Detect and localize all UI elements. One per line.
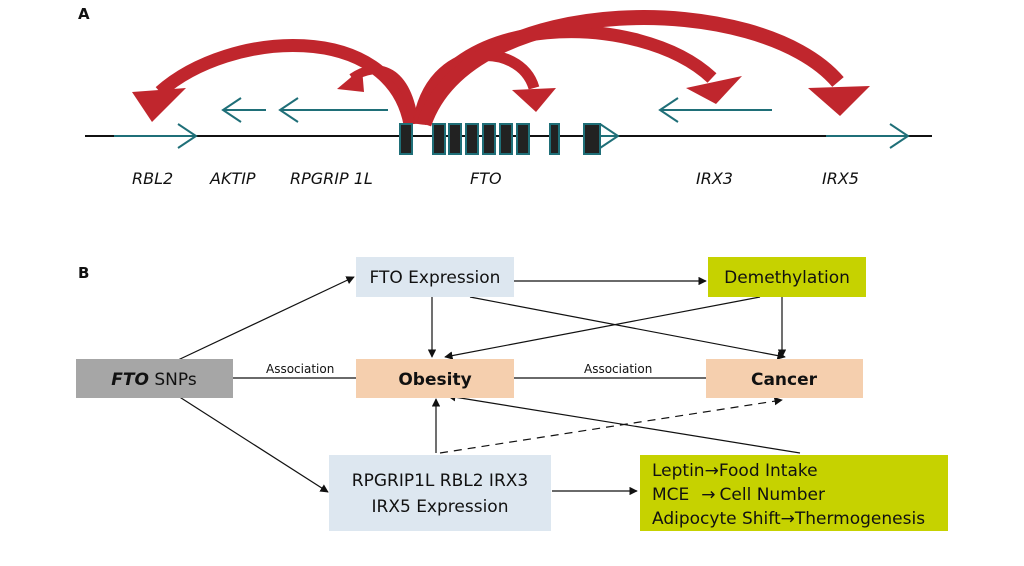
exon <box>432 123 446 155</box>
effect-cause: Adipocyte Shift <box>652 509 781 529</box>
exon <box>549 123 560 155</box>
gene-label-aktip: AKTIP <box>209 169 256 188</box>
obesity-node: Obesity <box>356 359 514 398</box>
association-label-right: Association <box>584 362 652 376</box>
fto-exons <box>399 123 601 155</box>
fto-expression-to-cancer <box>469 296 786 360</box>
gene-arrow-aktip <box>221 97 266 123</box>
effects-to-obesity <box>447 393 801 454</box>
exon <box>465 123 479 155</box>
effect-arrow: → <box>781 509 795 529</box>
exon <box>583 123 601 155</box>
gene-expression-line1: RPGRIP1L RBL2 IRX3 <box>352 471 528 491</box>
fto-snps-text: FTO SNPs <box>111 370 197 390</box>
gene-label-rpgrip1l: RPGRIP 1L <box>290 169 373 188</box>
gene-expression-line2: IRX5 Expression <box>372 497 509 517</box>
cancer-text: Cancer <box>751 370 818 390</box>
fto-expression-text: FTO Expression <box>370 268 501 288</box>
effect-arrow: → <box>701 485 715 505</box>
effect-result: Food Intake <box>719 461 818 481</box>
fto-snps-gene: FTO <box>111 370 149 390</box>
regulatory-arcs <box>132 10 870 127</box>
gene-label-rbl2: RBL2 <box>132 169 173 188</box>
fto-snps-node: FTO SNPs <box>76 359 233 398</box>
gene-arrow-irx5 <box>826 123 910 149</box>
fto-snps-suffix: SNPs <box>149 370 197 390</box>
snps-to-rpgrip-expression <box>177 395 329 493</box>
effects-node: Leptin→Food Intake MCE→Cell Number Adipo… <box>640 455 948 531</box>
arc-to-rpgrip1l-head <box>337 68 364 92</box>
arc-to-irx5-head <box>808 86 870 116</box>
gene-label-irx5: IRX5 <box>822 169 859 188</box>
effect-row: MCE →Cell Number <box>652 485 825 505</box>
gene-label-irx3: IRX3 <box>696 169 733 188</box>
effect-cause: Leptin <box>652 461 705 481</box>
effect-result: Cell Number <box>720 485 825 505</box>
demethylation-node: Demethylation <box>708 257 866 297</box>
panel-a-label: A <box>78 5 90 23</box>
effect-cause: MCE <box>652 485 689 505</box>
snps-to-fto-expression <box>177 276 355 361</box>
arc-to-fto-head <box>512 88 556 112</box>
exon <box>482 123 496 155</box>
arc-to-irx3-head <box>686 76 742 104</box>
association-label-left: Association <box>266 362 334 376</box>
exon <box>448 123 462 155</box>
gene-arrow-rpgrip1l <box>278 97 388 123</box>
cancer-node: Cancer <box>706 359 863 398</box>
exon <box>499 123 513 155</box>
rpgrip-expression-to-cancer <box>439 397 783 454</box>
gene-arrow-rbl2 <box>114 123 198 149</box>
arc-to-rbl2-head <box>132 88 186 122</box>
flow-connectors <box>177 276 801 496</box>
gene-arrow-irx3 <box>658 97 772 123</box>
effect-arrow: → <box>705 461 719 481</box>
gene-label-fto: FTO <box>470 169 502 188</box>
arc-to-irx5 <box>416 10 844 127</box>
gene-expression-node: RPGRIP1L RBL2 IRX3 IRX5 Expression <box>329 455 551 531</box>
effect-row: Adipocyte Shift→Thermogenesis <box>652 509 925 529</box>
obesity-text: Obesity <box>398 370 471 390</box>
panel-b-label: B <box>78 264 89 282</box>
fto-expression-node: FTO Expression <box>356 257 514 297</box>
arc-to-rbl2 <box>155 38 417 126</box>
exon <box>399 123 413 155</box>
exon <box>516 123 530 155</box>
demethylation-to-obesity <box>444 296 761 360</box>
effect-result: Thermogenesis <box>794 509 925 529</box>
demethylation-text: Demethylation <box>724 268 850 288</box>
effect-row: Leptin→Food Intake <box>652 461 818 481</box>
